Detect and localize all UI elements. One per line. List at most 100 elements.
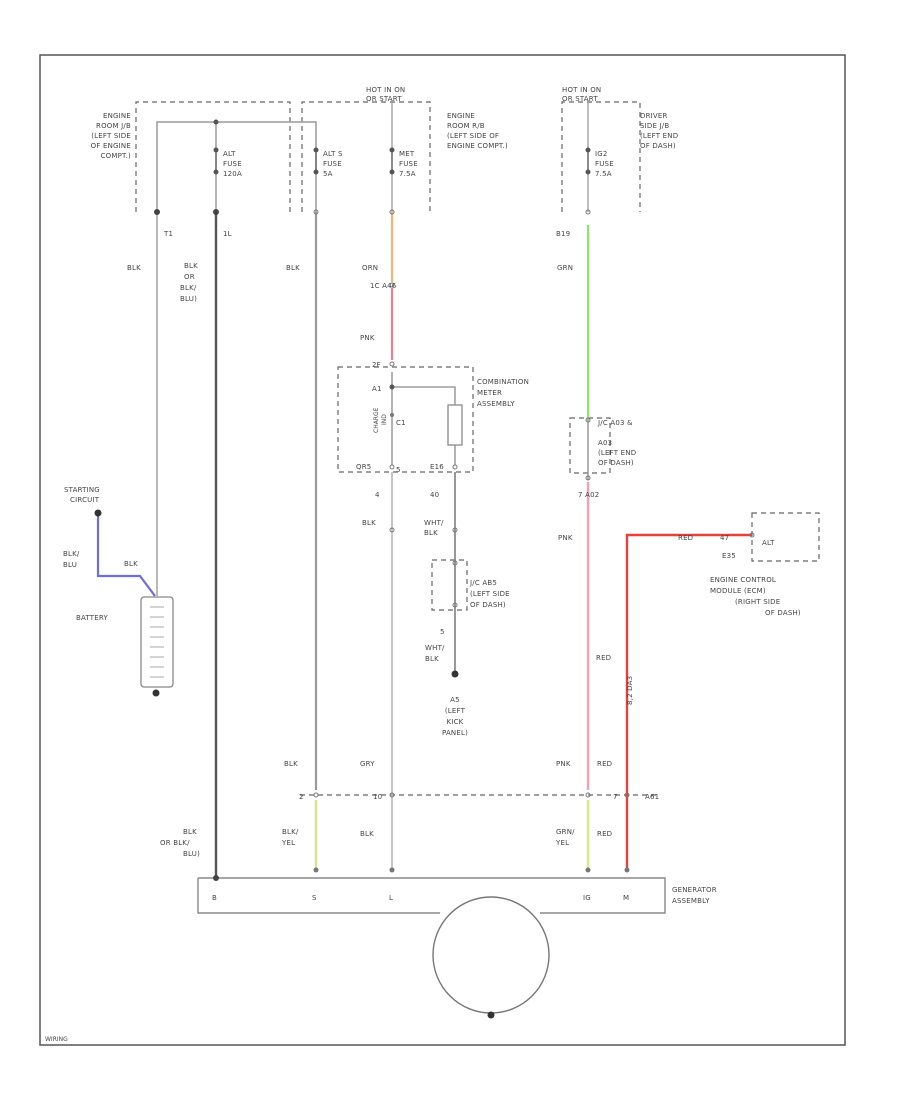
hot-label-2: HOT IN ON OR START xyxy=(562,86,601,103)
footer-label: WIRING xyxy=(45,1036,68,1043)
connector-pin xyxy=(313,209,319,215)
generator-ground-dot xyxy=(487,1011,495,1019)
pin-47-label: 47 xyxy=(720,534,729,542)
pin-40-label: 40 xyxy=(430,491,439,499)
svg-text:CHARGE: CHARGE xyxy=(373,407,380,433)
svg-text:MODULE (ECM): MODULE (ECM) xyxy=(710,587,766,595)
wire-label-red-top: RED xyxy=(678,534,693,542)
splice-dot xyxy=(213,209,219,215)
connector-pin xyxy=(389,282,395,288)
wire-label-grn: GRN xyxy=(557,264,573,272)
svg-text:ALT S: ALT S xyxy=(323,150,343,158)
svg-text:HOT IN ON: HOT IN ON xyxy=(562,86,601,94)
pin-2f-label: 2F xyxy=(372,361,381,369)
connector-pin xyxy=(389,464,395,470)
wire-red-ecm xyxy=(625,533,752,870)
svg-text:OF DASH): OF DASH) xyxy=(598,459,634,467)
generator-terminal xyxy=(213,875,219,881)
engine-room-rb-label: ENGINE ROOM R/B (LEFT SIDE OF ENGINE COM… xyxy=(447,112,508,150)
svg-text:WHT/: WHT/ xyxy=(425,644,445,652)
connector-pin xyxy=(452,602,458,608)
svg-text:OF DASH): OF DASH) xyxy=(765,609,801,617)
pin-2-label: 2 xyxy=(299,793,304,801)
wire-label-blk-yel: BLK/ YEL xyxy=(281,828,299,847)
svg-text:ASSEMBLY: ASSEMBLY xyxy=(672,897,710,905)
ground-dot xyxy=(451,670,459,678)
svg-text:SIDE J/B: SIDE J/B xyxy=(640,122,669,130)
wire-label-grn-yel: GRN/ YEL xyxy=(555,828,575,847)
pin-7-a61-label: 7 xyxy=(613,793,618,801)
fuse-alt-label: ALT FUSE 120A xyxy=(223,150,242,178)
svg-text:FUSE: FUSE xyxy=(223,160,242,168)
svg-text:BLU): BLU) xyxy=(180,295,197,303)
battery-label: BATTERY xyxy=(76,614,109,622)
svg-text:FUSE: FUSE xyxy=(399,160,418,168)
driver-jb-outline xyxy=(561,101,641,212)
hot-label-1: HOT IN ON OR START xyxy=(366,86,405,103)
svg-text:OR: OR xyxy=(184,273,195,281)
svg-text:ALT: ALT xyxy=(223,150,236,158)
wire-label-gry: GRY xyxy=(360,760,375,768)
conn-b19-label: B19 xyxy=(556,230,570,238)
connector-pin xyxy=(389,361,395,367)
ecm-outline xyxy=(751,512,820,562)
conn-da3-label: 8,2 DA3 xyxy=(626,676,634,705)
connector-pin xyxy=(452,560,458,566)
splice-dot xyxy=(389,384,395,390)
conn-qr5-label: QR5 xyxy=(356,463,371,471)
conn-e16-label: E16 xyxy=(430,463,444,471)
generator-coil-icon xyxy=(432,896,550,1014)
wire-label-blk-blu: BLK/ BLU xyxy=(63,550,80,569)
svg-text:(LEFT: (LEFT xyxy=(445,707,466,715)
pin-c1-label: C1 xyxy=(396,419,406,427)
fuse-alt-icon xyxy=(213,147,219,175)
svg-text:BLK/: BLK/ xyxy=(63,550,80,558)
connector-pin xyxy=(585,417,591,423)
wire-label-blk-5: BLK xyxy=(124,560,138,568)
combination-meter-outline xyxy=(337,366,474,473)
conn-t1-label: T1 xyxy=(163,230,173,238)
svg-text:ENGINE: ENGINE xyxy=(103,112,131,120)
wire-starting-blue xyxy=(96,513,156,597)
pin-5-label: 5 xyxy=(396,466,401,474)
svg-text:120A: 120A xyxy=(223,170,242,178)
svg-text:HOT IN ON: HOT IN ON xyxy=(366,86,405,94)
wire-label-pnk: PNK xyxy=(360,334,375,342)
engine-room-rb-outline xyxy=(301,101,431,212)
splice-dot xyxy=(154,209,160,215)
svg-text:GENERATOR: GENERATOR xyxy=(672,886,717,894)
svg-text:(LEFT SIDE: (LEFT SIDE xyxy=(91,132,131,140)
svg-text:BLK: BLK xyxy=(183,828,197,836)
starting-circuit-label: STARTING CIRCUIT xyxy=(64,486,100,504)
svg-text:(LEFT END: (LEFT END xyxy=(640,132,678,140)
conn-a02-label: 7 A02 xyxy=(578,491,599,499)
driver-jb-label: DRIVER SIDE J/B (LEFT END OF DASH) xyxy=(640,112,678,150)
gen-terminal-ig-label: IG xyxy=(583,894,591,902)
conn-a46-label: 1C A46 xyxy=(370,282,397,290)
jc-ab5-label: J/C AB5 (LEFT SIDE OF DASH) xyxy=(469,579,510,609)
svg-text:OF DASH): OF DASH) xyxy=(470,601,506,609)
wire-label-blk-6: BLK xyxy=(284,760,298,768)
wire-label-blk-7: BLK xyxy=(360,830,374,838)
pin-a1-label: A1 xyxy=(372,385,382,393)
meter-resistor xyxy=(447,404,463,446)
diagram-frame xyxy=(39,54,846,1046)
svg-text:OF DASH): OF DASH) xyxy=(640,142,676,150)
svg-text:KICK: KICK xyxy=(447,718,464,726)
wire-label-red-mid: RED xyxy=(596,654,611,662)
svg-text:BLK: BLK xyxy=(424,529,438,537)
svg-text:MET: MET xyxy=(399,150,415,158)
fuse-ig2-icon xyxy=(585,147,591,175)
inline-conn-label: A61 xyxy=(645,793,659,801)
starting-circuit-dot xyxy=(94,509,102,517)
gen-terminal-m-label: M xyxy=(623,894,629,902)
svg-text:YEL: YEL xyxy=(281,839,295,847)
svg-text:ROOM R/B: ROOM R/B xyxy=(447,122,485,130)
connector-pin xyxy=(749,532,755,538)
wire-label-red-4: RED xyxy=(597,830,612,838)
connector-pin xyxy=(585,475,591,481)
gen-terminal-l-label: L xyxy=(389,894,393,902)
svg-text:5A: 5A xyxy=(323,170,333,178)
generator-label: GENERATOR ASSEMBLY xyxy=(672,886,717,905)
